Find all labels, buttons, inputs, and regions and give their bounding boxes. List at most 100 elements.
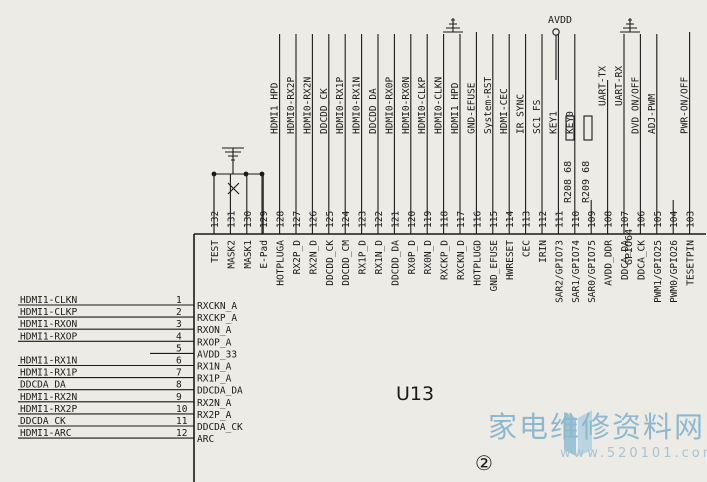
avdd-supply	[552, 28, 560, 80]
pin-number: 129	[259, 211, 270, 228]
net-label: KEY0	[565, 111, 576, 134]
pin-name: SAR2/GPIO73	[554, 240, 565, 303]
net-label: ADJ-PWM	[647, 94, 658, 134]
pin-number: 110	[571, 211, 582, 228]
pin-name: HOTPLUGD	[472, 240, 483, 286]
pin-number: 5	[176, 343, 182, 354]
pin-number: 11	[176, 416, 188, 427]
pin-number: 1	[176, 295, 182, 306]
pin-number: 9	[176, 392, 182, 403]
net-label: HDMI0-RX0N	[401, 77, 412, 134]
net-label: HDMI1-CLKN	[20, 295, 77, 306]
pin-name: RX2N_D	[308, 240, 319, 275]
pin-name: TEST	[210, 240, 221, 263]
pin-name: RX2P_D	[292, 240, 303, 275]
watermark-logo-icon	[564, 410, 592, 456]
pin-name: TESETPIN	[686, 240, 697, 286]
pin-name: RXCKN_D	[456, 240, 467, 280]
net-label: System-RST	[483, 77, 494, 134]
pin-name: DDCDA_CK	[197, 422, 243, 433]
pin-name: E-Pad	[259, 240, 270, 269]
pin-name: HOTPLUGA	[276, 240, 287, 286]
pin-name: RXCKP_D	[440, 240, 451, 280]
left-pin-group: 1RXCKN_AHDMI1-CLKN2RXCKP_AHDMI1-CLKP3RXO…	[18, 295, 243, 445]
pin-name: DDCDD_DA	[390, 240, 401, 286]
watermark-url: www.520101.com	[560, 446, 707, 461]
net-label: DDCDA_CK	[20, 416, 66, 427]
pin-name: RX1N_D	[374, 240, 385, 275]
net-label: UART-RX	[614, 66, 625, 106]
pin-number: 127	[292, 211, 303, 228]
pin-number: 107	[620, 211, 631, 228]
net-label: HDMI1-RX1N	[20, 356, 77, 367]
pin-number: 12	[176, 428, 187, 439]
net-label: HDMI0-RX2N	[302, 77, 313, 134]
ground-symbol-gnd-efuse	[443, 18, 463, 33]
net-label: HDMI1-RX2N	[20, 392, 77, 403]
page-mark: ②	[475, 451, 493, 475]
pin-number: 119	[423, 211, 434, 228]
pin-number: 115	[489, 211, 500, 228]
pin-name: RX2N_A	[197, 398, 232, 409]
net-label: IR_SYNC	[516, 94, 527, 134]
no-connect-mark	[227, 182, 240, 195]
net-label: HDMI1-ARC	[20, 428, 71, 439]
pin-number: 121	[390, 211, 401, 228]
pin-number: 124	[341, 211, 352, 228]
pin-number: 113	[522, 211, 533, 228]
pin-name: RXOP_A	[197, 337, 232, 348]
pin-name: MASK2	[226, 240, 237, 269]
net-label: HDMI1-RXOP	[20, 331, 77, 342]
pin-name: DDCA_CK	[636, 240, 647, 280]
pin-number: 7	[176, 368, 182, 379]
net-label: HDMI1-RX1P	[20, 368, 77, 379]
pin-name: MASK1	[243, 240, 254, 269]
net-label: HDMI0-RX1N	[352, 77, 363, 134]
pin-name: IRIN	[538, 240, 549, 263]
net-label: HDMI0-CLKN	[434, 77, 445, 134]
net-label: SC1_FS	[532, 99, 543, 134]
pin-name: RX1N_A	[197, 362, 232, 373]
net-label: HDMI-CEC	[499, 88, 510, 134]
pin-name: PWM0/GPIO26	[669, 240, 680, 303]
net-label: GND-EFUSE	[466, 82, 477, 134]
net-label: HDMI0-RX2P	[286, 77, 297, 134]
gpio64-label: GPIO64	[624, 229, 635, 265]
net-label: DDCDD_CK	[319, 88, 330, 134]
pin-name: RX0P_D	[407, 240, 418, 275]
pin-name: DDCDD_CK	[325, 240, 336, 286]
pin-number: 130	[243, 211, 254, 228]
pin-number: 118	[440, 211, 451, 228]
pin-number: 128	[276, 211, 287, 228]
net-label: PWR-ON/OFF	[680, 77, 691, 134]
pin-name: ARC	[197, 434, 214, 445]
pin-number: 8	[176, 380, 182, 391]
pin-number: 125	[325, 211, 336, 228]
net-label: KEY1	[548, 111, 559, 134]
pin-number: 109	[587, 211, 598, 228]
